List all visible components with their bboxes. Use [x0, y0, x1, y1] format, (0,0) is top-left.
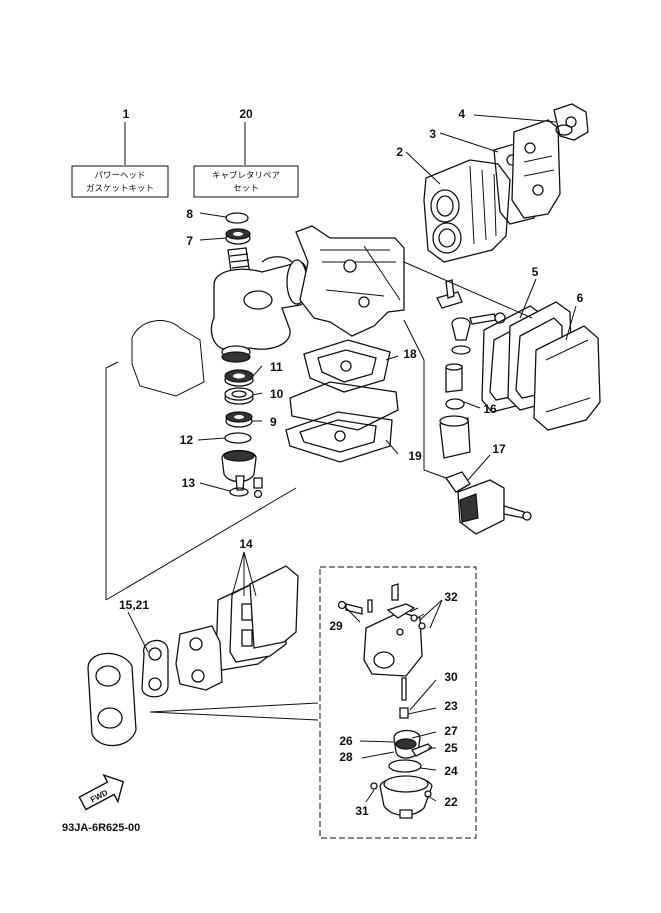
part-14-reed-gaskets	[215, 565, 299, 671]
callout-12: 12	[180, 433, 194, 447]
part-10-bearing	[224, 387, 254, 405]
callout-14: 14	[239, 537, 253, 551]
part-17-cover	[444, 471, 532, 535]
thermostat-cap	[439, 415, 471, 459]
callout-3: 3	[429, 127, 436, 141]
callout-2: 2	[396, 145, 403, 159]
callout-23: 23	[444, 699, 458, 713]
part-19-gasket	[285, 411, 393, 463]
kit-1-label: 1 パワーヘッド ガスケットキット	[71, 107, 169, 198]
lower-bearing-housing	[221, 449, 263, 499]
kit-20-label: 20 キャブレタリペア セット	[193, 107, 299, 198]
callouts: 8 7 11 10 9 12 13 14 15,21 4 3 2 5 6 18 …	[119, 107, 584, 818]
part-7-oil-seal	[225, 228, 251, 245]
part-11-bearing	[224, 369, 254, 387]
part-8-o-ring	[225, 212, 249, 224]
callout-11: 11	[270, 360, 283, 374]
part-4-gasket	[553, 103, 589, 141]
intake-manifold	[87, 652, 137, 747]
callout-7: 7	[186, 234, 193, 248]
callout-17: 17	[492, 442, 506, 456]
part-6-exhaust-cover	[533, 325, 601, 431]
kit-20-line1: キャブレタリペア	[212, 170, 280, 181]
callout-24: 24	[444, 764, 458, 778]
callout-1: 1	[123, 107, 130, 121]
part-18-gasket	[303, 339, 391, 393]
part-13-o-ring	[229, 487, 249, 497]
carburetor-detail-box	[319, 566, 477, 839]
callout-28: 28	[339, 750, 353, 764]
callout-18: 18	[403, 347, 417, 361]
callout-32: 32	[444, 590, 458, 604]
reed-valve-block	[175, 625, 223, 691]
callout-16: 16	[483, 402, 497, 416]
part-12-o-ring	[224, 432, 252, 444]
callout-22: 22	[444, 795, 458, 809]
callout-19: 19	[408, 449, 422, 463]
callout-20: 20	[239, 107, 253, 121]
part-15-21-gasket	[141, 639, 169, 698]
callout-15-21: 15,21	[119, 598, 149, 612]
callout-4: 4	[458, 107, 465, 121]
crankcase-plate	[289, 381, 399, 431]
callout-30: 30	[444, 670, 458, 684]
callout-25: 25	[444, 741, 458, 755]
leader-lines	[127, 114, 577, 803]
crankshaft	[210, 247, 309, 363]
part-9-oil-seal	[225, 411, 253, 428]
callout-6: 6	[577, 291, 584, 305]
thermostat-parts	[436, 279, 506, 393]
callout-13: 13	[182, 476, 196, 490]
grouping-lines	[105, 261, 533, 721]
part-3b-cover	[511, 119, 561, 219]
crankcase	[295, 225, 405, 337]
callout-10: 10	[270, 387, 284, 401]
kit-1-line1: パワーヘッド	[94, 171, 145, 181]
callout-8: 8	[186, 207, 193, 221]
callout-9: 9	[270, 415, 277, 429]
callout-27: 27	[444, 724, 458, 738]
callout-31: 31	[355, 804, 369, 818]
part-16-o-ring	[445, 398, 465, 410]
callout-5: 5	[532, 265, 539, 279]
kit-20-line2: セット	[233, 184, 259, 194]
callout-29: 29	[329, 619, 343, 633]
diagram-code: 93JA-6R625-00	[62, 822, 140, 834]
kit-1-line2: ガスケットキット	[86, 183, 154, 194]
fwd-arrow-icon: FWD	[78, 773, 125, 811]
callout-26: 26	[339, 734, 353, 748]
part-2-cylinder	[423, 159, 511, 263]
